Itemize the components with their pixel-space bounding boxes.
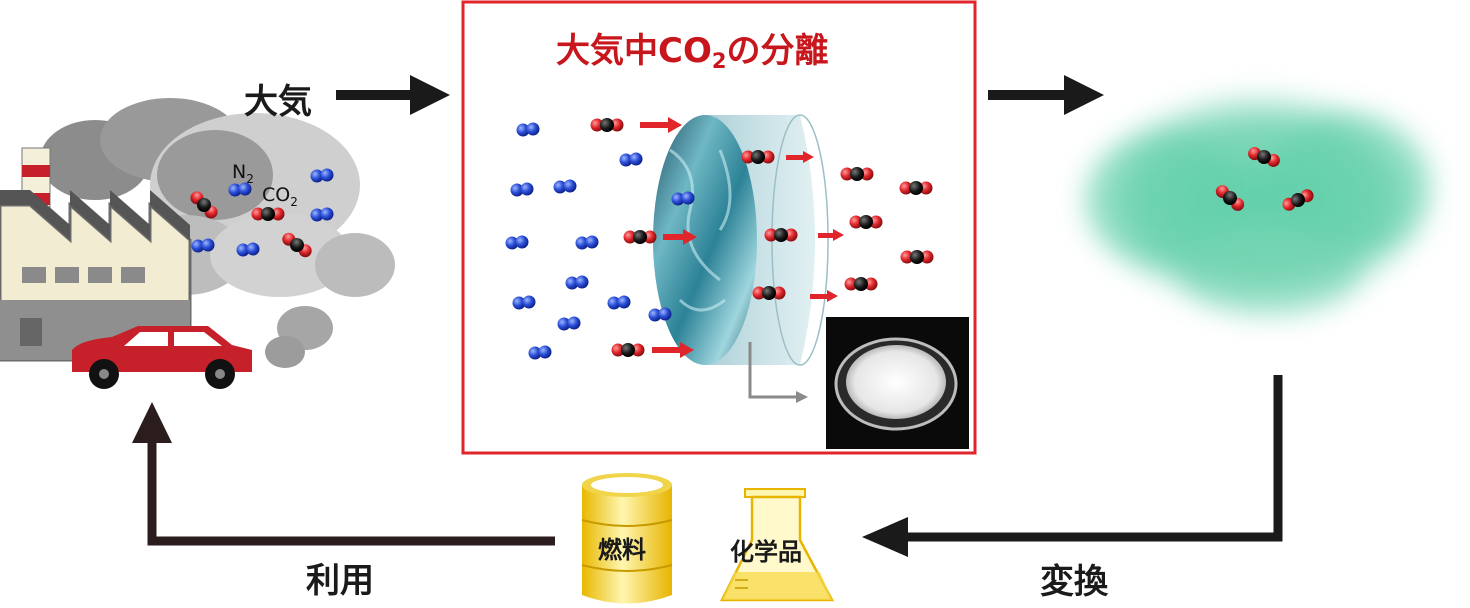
- arrow-separation-to-cloud: [988, 75, 1104, 115]
- co2-molecule: [741, 150, 775, 164]
- car-icon: [72, 326, 252, 389]
- co2-molecule: [840, 167, 874, 181]
- arrow-conversion: [862, 375, 1283, 557]
- conversion-label: 変換: [1040, 562, 1109, 602]
- separation-title-end: の分離: [726, 31, 828, 71]
- n2-label-main: N: [232, 161, 246, 183]
- co2-molecule: [611, 343, 645, 357]
- fuel-label: 燃料: [598, 536, 646, 564]
- chemical-flask-icon: [719, 488, 835, 602]
- photo-pointer-arrow: [748, 342, 808, 403]
- co2-label-smoke: CO2: [262, 184, 298, 209]
- chemicals-label: 化学品: [730, 538, 802, 566]
- fuel-barrel-icon: [581, 473, 673, 604]
- co2-molecule: [251, 207, 285, 221]
- n2-label-sub: 2: [246, 172, 254, 186]
- co2-label-main: CO: [262, 184, 290, 206]
- co2-molecule: [623, 230, 657, 244]
- n2-label: N2: [232, 161, 254, 186]
- separation-title: 大気中CO2の分離: [556, 31, 828, 73]
- co2-molecule: [764, 228, 798, 242]
- petri-dish-photo: [826, 317, 969, 449]
- co2-molecule: [844, 277, 878, 291]
- separation-title-main: 大気中CO: [556, 31, 712, 71]
- air-label: 大気: [244, 82, 312, 122]
- co2-molecule: [590, 118, 624, 132]
- utilization-label: 利用: [306, 561, 374, 601]
- separation-title-sub: 2: [712, 49, 727, 73]
- co2-label-sub: 2: [290, 195, 298, 209]
- co2-molecule: [849, 215, 883, 229]
- co2-molecule: [900, 250, 934, 264]
- co2-molecule: [899, 181, 933, 195]
- membrane-disk: [653, 114, 829, 366]
- captured-co2-cloud: [1085, 95, 1430, 315]
- permeation-arrows: [640, 117, 844, 358]
- arrow-utilization: [132, 402, 555, 546]
- arrow-air-to-separation: [336, 75, 450, 115]
- smoke-cloud: [40, 98, 395, 368]
- co2-molecule: [752, 286, 786, 300]
